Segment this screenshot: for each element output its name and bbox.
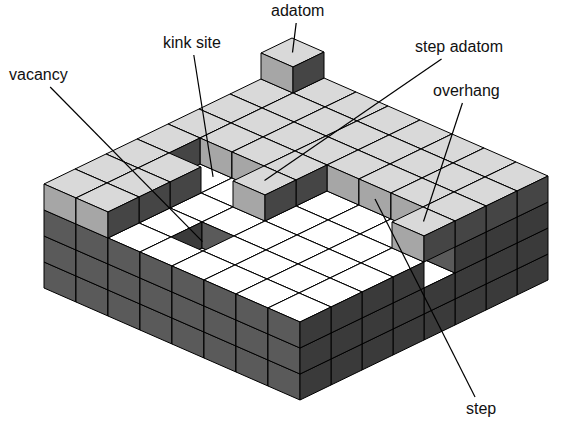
leader-line	[194, 55, 213, 177]
callout-label: step adatom	[414, 38, 504, 56]
cube-stack	[44, 38, 548, 400]
leader-line	[265, 59, 442, 181]
cube-face	[268, 308, 300, 348]
cube-face	[327, 165, 359, 205]
cube-face	[265, 180, 296, 221]
callout-label: kink site	[162, 34, 222, 52]
cube-face	[200, 138, 232, 178]
cube-face	[261, 53, 293, 93]
cube-face	[424, 221, 455, 262]
leader-line	[424, 103, 463, 222]
cube-face	[486, 191, 517, 232]
cube-face	[455, 206, 486, 247]
callout-label: step	[465, 400, 497, 418]
callout-label: vacancy	[8, 66, 69, 84]
leader-line	[293, 23, 297, 53]
cube-face	[108, 238, 140, 278]
cube-face	[76, 198, 108, 238]
cube-face	[172, 266, 204, 306]
cube-face	[393, 262, 424, 303]
leader-line	[375, 199, 475, 397]
callout-label: adatom	[270, 2, 325, 20]
leader-lines	[50, 23, 475, 397]
cube-face	[170, 167, 201, 208]
cube-face	[233, 181, 265, 221]
cube-face	[293, 52, 324, 93]
callout-label: overhang	[432, 82, 501, 100]
cube-face	[140, 252, 172, 292]
cube-face	[108, 197, 139, 238]
cube-face	[300, 307, 331, 348]
cube-face	[204, 280, 236, 320]
cube-face	[362, 277, 393, 318]
leader-line	[50, 87, 202, 242]
cube-face	[44, 184, 76, 224]
cube-face	[296, 165, 327, 206]
cube-face	[139, 182, 170, 223]
cube-face	[424, 273, 455, 314]
cube-face	[517, 176, 548, 217]
cube-face	[236, 294, 268, 334]
cube-face	[331, 292, 362, 333]
